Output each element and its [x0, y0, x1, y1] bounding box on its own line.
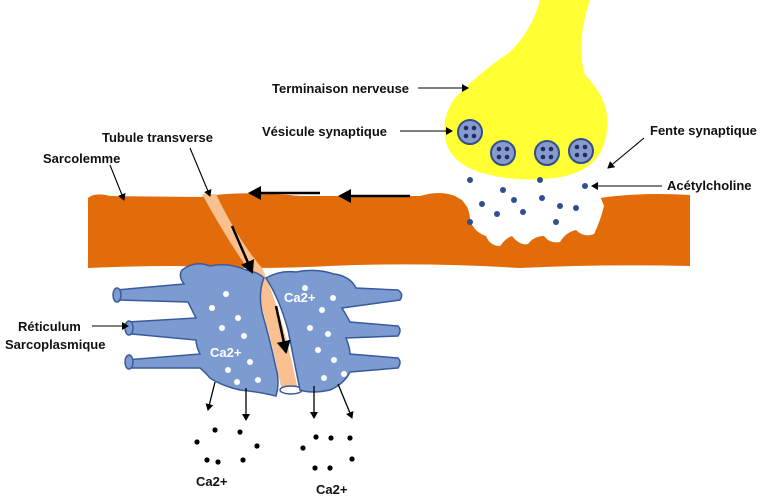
- vesicle: [568, 138, 594, 164]
- reticulum-left: [114, 263, 279, 397]
- label-ca-inside-left: Ca2+: [210, 345, 242, 360]
- label-terminaison: Terminaison nerveuse: [272, 81, 409, 96]
- release-arrows: [205, 381, 354, 421]
- propagation-arrows: [230, 186, 410, 354]
- label-reticulum: Réticulum: [18, 319, 81, 334]
- reticulum-tip: [124, 320, 134, 336]
- released-calcium: [194, 427, 355, 471]
- label-ca-released-right: Ca2+: [316, 482, 348, 497]
- label-acetylcholine: Acétylcholine: [667, 178, 752, 193]
- label-fente: Fente synaptique: [650, 123, 757, 138]
- reticulum-tip: [112, 287, 122, 303]
- label-ca-inside-right: Ca2+: [284, 290, 316, 305]
- vesicle: [534, 140, 560, 166]
- t-tubule: [202, 194, 298, 392]
- nerve-terminal: [444, 0, 608, 180]
- vesicle: [490, 140, 516, 166]
- vesicle: [457, 119, 483, 145]
- synaptic-vesicles: [457, 119, 594, 166]
- calcium-stores: [209, 285, 347, 385]
- synaptic-cleft: [462, 196, 604, 246]
- label-sarcolemme: Sarcolemme: [43, 151, 120, 166]
- reticulum-tip: [124, 354, 134, 370]
- label-vesicule: Vésicule synaptique: [262, 124, 387, 139]
- reticulum-right: [264, 269, 403, 393]
- label-sarcoplasmique: Sarcoplasmique: [5, 337, 105, 352]
- label-ca-released-left: Ca2+: [196, 474, 228, 489]
- leader-lines: [92, 84, 662, 330]
- acetylcholine-molecules: [467, 177, 588, 225]
- label-tubule: Tubule transverse: [102, 130, 213, 145]
